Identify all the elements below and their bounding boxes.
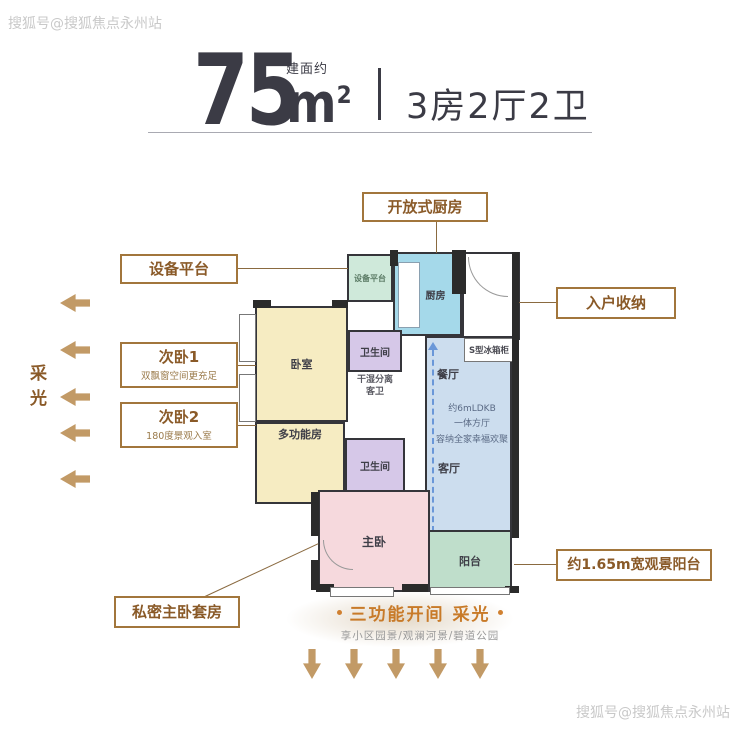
rooms-summary: 3房2厅2卫 [406,87,590,127]
daylight-arrow-left-2 [60,341,90,359]
footer-note: 享小区园景/观澜河景/碧道公园 [340,630,500,642]
room-bathroom-master: 卫生间 [345,438,405,492]
daylight-arrow-down-3 [387,649,405,679]
room-dining-living: S型冰箱柜 餐厅 约6mLDKB 一体方厅 容纳全家幸福欢聚 客厅 [425,336,514,540]
daylight-arrow-down-1 [303,649,321,679]
daylight-arrow-left-4 [60,424,90,442]
highlight-dot-left-icon [336,610,342,615]
kitchen-counter [398,262,420,328]
footer-highlight: 三功能开间 采光 [349,605,491,625]
room-bathroom-guest-label: 卫生间 [360,347,390,359]
bathroom-guest-note: 干湿分离 客卫 [356,375,393,397]
callout-equipment-platform-label: 设备平台 [148,260,209,278]
footer-highlight-row: 三功能开间 采光 [300,600,540,625]
connector-open-kitchen [436,222,437,253]
footer-glow [285,590,515,648]
wall-segment [390,250,398,266]
connector-entry-storage [519,302,556,303]
callout-entry-storage: 入户收纳 [556,287,676,319]
callout-bedroom2-subtitle: 180度景观入室 [146,431,212,442]
callout-balcony-label: 约1.65m宽观景阳台 [567,556,701,573]
callout-bedroom1-subtitle: 双飘窗空间更充足 [140,371,217,382]
area-value: 75 [193,34,302,148]
room-living-label: 客厅 [438,462,460,475]
highlight-dot-right-icon [498,610,504,615]
room-balcony-label: 阳台 [459,555,481,568]
callout-open-kitchen: 开放式厨房 [362,192,488,222]
unit-sup: 2 [336,81,352,109]
room-balcony: 阳台 [428,530,512,592]
connector-balcony [514,564,556,565]
area-prefix: 建面约 [286,62,329,77]
watermark-top-left: 搜狐号@搜狐焦点永州站 [8,16,162,32]
callout-bedroom1-title: 次卧1 [158,348,200,366]
area-unit-group: 建面约 m2 [286,58,359,131]
daylight-arrow-down-2 [345,649,363,679]
ldkb-note: 约6mLDKB 一体方厅 容纳全家幸福欢聚 [435,404,508,445]
room-dining-label: 餐厅 [437,368,459,381]
callout-entry-storage-label: 入户收纳 [585,294,646,312]
callout-master-suite-label: 私密主卧套房 [131,603,222,621]
wall-segment [311,492,319,536]
callout-bedroom2-title: 次卧2 [158,408,200,426]
wall-segment [311,560,319,590]
daylight-arrow-down-4 [429,649,447,679]
area-unit: m2 [286,77,352,131]
daylight-arrow-left-1 [60,294,90,312]
bay-window-1 [239,314,256,362]
callout-master-suite: 私密主卧套房 [114,596,240,628]
callout-equipment-platform: 设备平台 [120,254,238,284]
room-equipment-platform: 设备平台 [347,254,393,302]
wall-segment [253,300,271,308]
callout-open-kitchen-label: 开放式厨房 [387,198,463,216]
daylight-arrow-down-5 [471,649,489,679]
fridge-cabinet: S型冰箱柜 [464,338,514,362]
master-window [330,587,394,597]
daylight-label: 采光 [26,364,46,414]
room-bedroom: 卧室 [255,306,348,422]
watermark-bottom-right: 搜狐号@搜狐焦点永州站 [576,705,730,721]
room-master-bedroom-label: 主卧 [361,534,386,549]
callout-bedroom2: 次卧2 180度景观入室 [120,402,238,448]
daylight-arrow-left-3 [60,388,90,406]
daylight-arrow-left-5 [60,470,90,488]
wall-segment [505,586,519,593]
room-kitchen: 厨房 [393,252,462,336]
room-entry-hall [462,252,520,340]
connector-bedroom1 [238,365,256,366]
callout-bedroom1: 次卧1 双飘窗空间更充足 [120,342,238,388]
wall-segment [332,300,348,308]
wall-segment [512,252,519,538]
room-equipment-platform-label: 设备平台 [354,273,386,283]
room-bathroom-master-label: 卫生间 [360,461,390,473]
room-multifunction-label: 多功能房 [278,428,322,441]
fridge-cabinet-label: S型冰箱柜 [468,346,510,356]
title-divider [378,68,381,120]
bay-window-2 [239,374,256,422]
daylight-flow-arrow-up-icon [428,342,438,350]
room-bathroom-guest: 卫生间 [348,330,402,372]
room-kitchen-label: 厨房 [425,290,446,302]
wall-segment [316,584,334,592]
title-underline [148,132,592,133]
unit-m-text: m [286,72,337,135]
connector-bedroom2 [238,425,256,426]
wall-segment [452,250,466,294]
callout-balcony: 约1.65m宽观景阳台 [556,549,712,581]
room-bedroom-label: 卧室 [290,358,313,371]
connector-equipment-platform [238,268,348,269]
balcony-railing [430,587,510,595]
connector-master-suite [204,543,319,597]
wall-segment [402,584,428,592]
daylight-flow-line [432,350,434,532]
